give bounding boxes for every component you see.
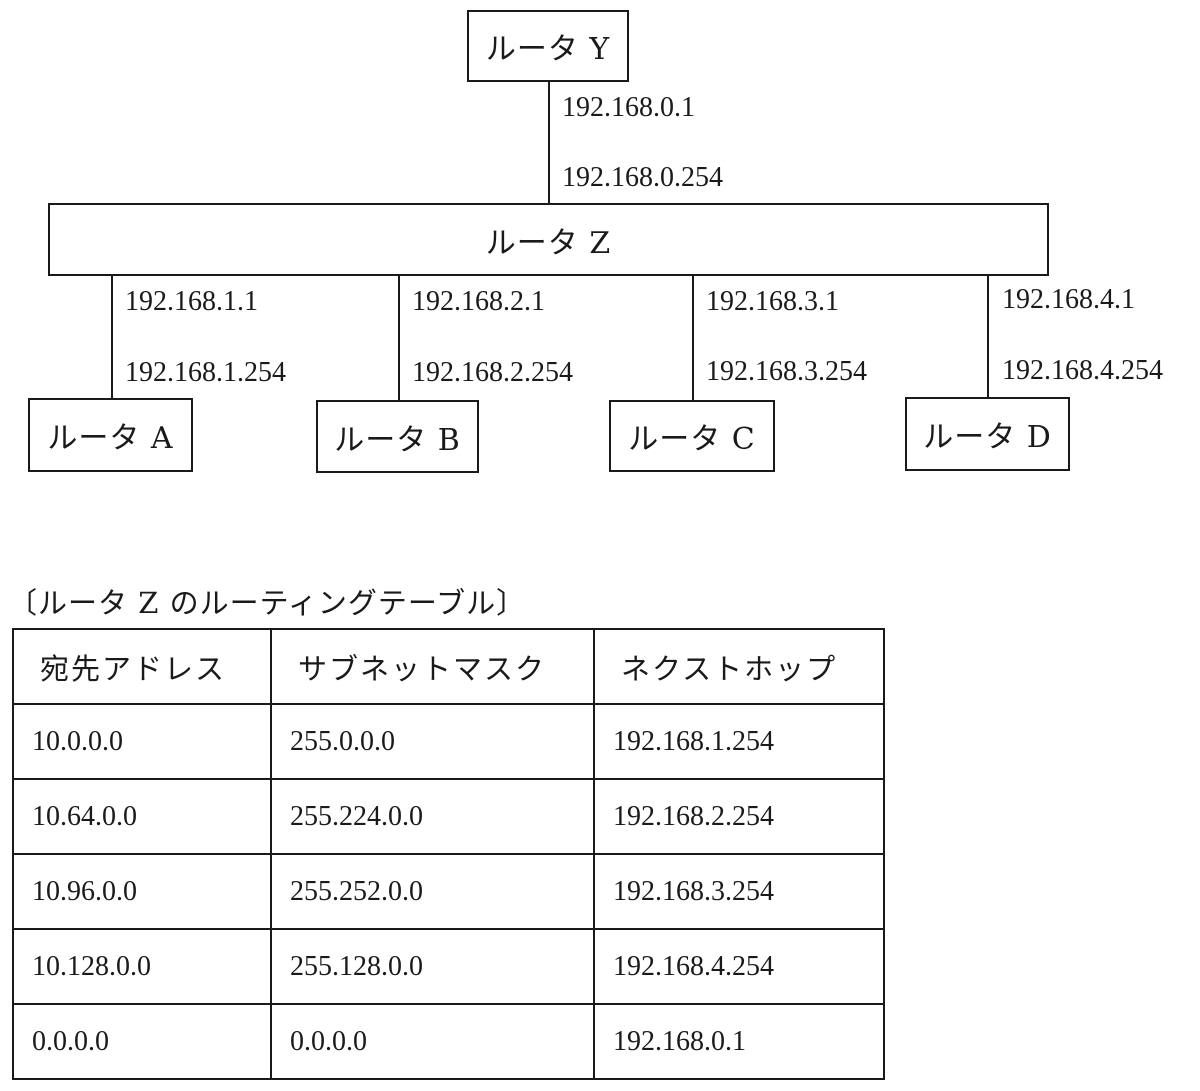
router-a-label: ルータ A <box>47 421 174 456</box>
router-a-box: ルータ A <box>28 398 193 472</box>
router-y-box: ルータ Y <box>467 10 629 82</box>
table-row: 0.0.0.0 0.0.0.0 192.168.0.1 <box>12 1003 885 1080</box>
router-d-label: ルータ D <box>923 420 1052 455</box>
cell-subnet-mask: 255.224.0.0 <box>270 778 595 855</box>
cell-subnet-mask: 255.128.0.0 <box>270 928 595 1005</box>
cell-subnet-mask: 0.0.0.0 <box>270 1003 595 1080</box>
header-next-hop: ネクストホップ <box>593 628 885 705</box>
header-destination: 宛先アドレス <box>12 628 272 705</box>
link-d-lower-ip: 192.168.4.254 <box>1002 355 1163 386</box>
link-y-upper-ip: 192.168.0.1 <box>562 92 695 123</box>
cell-destination: 10.128.0.0 <box>12 928 272 1005</box>
link-z-b <box>398 276 400 400</box>
table-row: 10.128.0.0 255.128.0.0 192.168.4.254 <box>12 928 885 1005</box>
link-d-upper-ip: 192.168.4.1 <box>1002 284 1135 315</box>
link-c-upper-ip: 192.168.3.1 <box>706 286 839 317</box>
link-y-lower-ip: 192.168.0.254 <box>562 162 723 193</box>
cell-destination: 10.64.0.0 <box>12 778 272 855</box>
routing-table-caption: 〔ルータ Z のルーティングテーブル〕 <box>8 586 527 620</box>
cell-next-hop: 192.168.3.254 <box>593 853 885 930</box>
cell-destination: 10.96.0.0 <box>12 853 272 930</box>
table-row: 10.96.0.0 255.252.0.0 192.168.3.254 <box>12 853 885 930</box>
link-a-lower-ip: 192.168.1.254 <box>125 357 286 388</box>
cell-next-hop: 192.168.2.254 <box>593 778 885 855</box>
cell-next-hop: 192.168.1.254 <box>593 703 885 780</box>
router-d-box: ルータ D <box>905 397 1070 471</box>
router-b-label: ルータ B <box>334 422 461 458</box>
link-b-lower-ip: 192.168.2.254 <box>412 357 573 388</box>
cell-destination: 0.0.0.0 <box>12 1003 272 1080</box>
link-z-a <box>111 276 113 400</box>
link-c-lower-ip: 192.168.3.254 <box>706 356 867 387</box>
link-z-d <box>987 276 989 398</box>
cell-next-hop: 192.168.0.1 <box>593 1003 885 1080</box>
router-y-label: ルータ Y <box>485 32 611 67</box>
cell-subnet-mask: 255.252.0.0 <box>270 853 595 930</box>
router-z-box: ルータ Z <box>48 203 1049 276</box>
cell-next-hop: 192.168.4.254 <box>593 928 885 1005</box>
cell-destination: 10.0.0.0 <box>12 703 272 780</box>
table-row: 10.0.0.0 255.0.0.0 192.168.1.254 <box>12 703 885 780</box>
router-c-label: ルータ C <box>628 422 756 457</box>
link-y-z <box>548 82 550 205</box>
routing-table: 宛先アドレス サブネットマスク ネクストホップ 10.0.0.0 255.0.0… <box>12 628 885 1080</box>
link-b-upper-ip: 192.168.2.1 <box>412 286 545 317</box>
router-b-box: ルータ B <box>316 400 479 473</box>
header-subnet-mask: サブネットマスク <box>270 628 595 705</box>
router-c-box: ルータ C <box>609 400 775 472</box>
link-z-c <box>692 276 694 400</box>
router-z-label: ルータ Z <box>485 225 612 261</box>
table-header-row: 宛先アドレス サブネットマスク ネクストホップ <box>12 628 885 705</box>
cell-subnet-mask: 255.0.0.0 <box>270 703 595 780</box>
link-a-upper-ip: 192.168.1.1 <box>125 286 258 317</box>
table-row: 10.64.0.0 255.224.0.0 192.168.2.254 <box>12 778 885 855</box>
